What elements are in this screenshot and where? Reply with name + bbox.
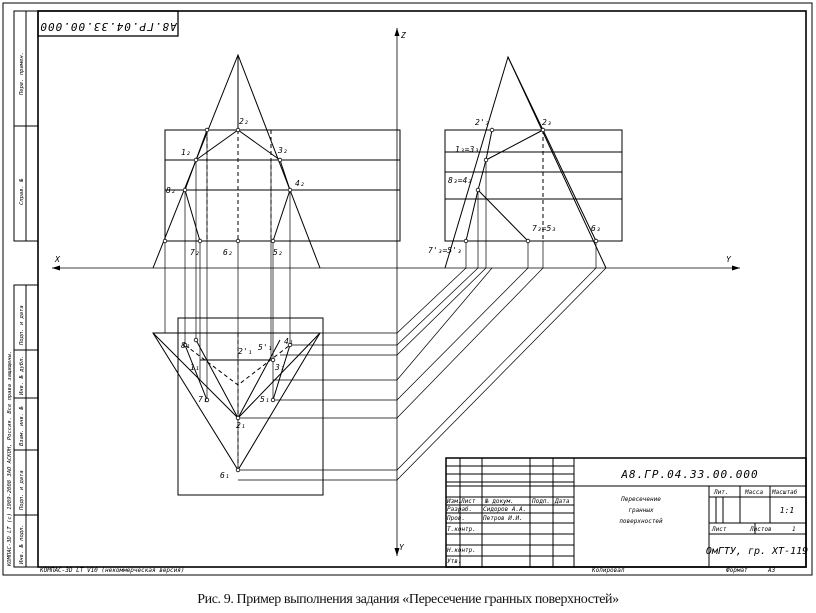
- side-copyright: КОМПАС-3D LT (с) 1989-2008 ЗАО АСКОН, Ро…: [7, 351, 13, 567]
- front-view: [152, 53, 401, 269]
- axis-label-x: X: [54, 255, 61, 264]
- pt-1-1: 1₁: [190, 363, 200, 372]
- pt-2-2: 2₂: [239, 117, 249, 126]
- pt-3-1: 3₁: [274, 363, 285, 372]
- pt-6-2: 6₂: [223, 248, 233, 257]
- tb-razrab: Разраб.: [447, 506, 472, 513]
- side-sprav: Справ. №: [19, 178, 25, 205]
- tb-org: ОмГТУ, гр. ХТ-119: [706, 546, 808, 557]
- tb-prov: Пров.: [446, 515, 465, 522]
- tb-podp: Подп.: [531, 498, 550, 505]
- footer-kopiroval: Копировал: [591, 567, 625, 574]
- pt-6-1: 6₁: [220, 471, 230, 480]
- side-inv-dubl: Инв. № дубл.: [18, 355, 25, 396]
- pt-2p-1: 2'₁: [238, 347, 252, 356]
- tb-data: Дата: [554, 498, 570, 505]
- pt-2p-3: 2'₃: [475, 118, 489, 127]
- pt-8-4-3: 8₃=4₃: [448, 176, 472, 185]
- axis-label-z: Z: [400, 31, 406, 40]
- sheet-frame: [37, 10, 807, 568]
- pt-1-3-3: 1₃=3₃: [455, 145, 479, 154]
- axis-label-y-bottom: Y: [399, 543, 405, 552]
- tb-prov-name: Петров И.И.: [482, 515, 523, 522]
- title-block: [445, 457, 807, 568]
- tb-tkontr: Т.контр.: [447, 526, 476, 533]
- tb-utv: Утв.: [447, 558, 461, 565]
- tb-masshtab: Масштаб: [771, 489, 798, 496]
- pt-5-1: 5₁: [260, 395, 270, 404]
- pt-3-2: 3₂: [277, 146, 288, 155]
- side-podp-data1: Подп. и дата: [19, 305, 25, 346]
- side-inv-podl: Инв. № подл.: [19, 524, 25, 565]
- pt-6-3: 6₃: [591, 224, 601, 233]
- pt-7-2: 7₂: [190, 248, 200, 257]
- tb-code: А8.ГР.04.33.00.000: [620, 468, 758, 481]
- side-podp-data2: Подп. и дата: [19, 470, 25, 511]
- tb-nkontr: Н.контр.: [446, 547, 476, 554]
- side-perv-primen: Перв. примен.: [19, 52, 25, 96]
- footer-kompas: КОМПАС-3D LT V10 (некоммерческая версия): [39, 567, 185, 574]
- tb-name-2: гранных: [628, 507, 654, 514]
- pt-1-2: 1₂: [181, 148, 191, 157]
- axis-label-y-right: Y: [726, 255, 732, 264]
- figure-caption: Рис. 9. Пример выполнения задания «Перес…: [0, 592, 816, 608]
- pt-7-1: 7₁: [198, 395, 208, 404]
- tb-list-col: Лист: [460, 498, 476, 505]
- tb-list: Лист: [711, 526, 727, 533]
- tb-massa: Масса: [744, 489, 763, 496]
- projection-lines: [164, 130, 607, 481]
- tb-n-dokum: № докум.: [484, 498, 514, 505]
- tb-razrab-name: Сидоров А.А.: [483, 506, 526, 513]
- pt-2-1: 2₁: [236, 421, 246, 430]
- pt-5p-1: 5'₁: [258, 343, 272, 352]
- tb-listov: Листов: [749, 526, 772, 533]
- tb-scale: 1:1: [780, 506, 794, 515]
- tb-listov-val: 1: [792, 526, 796, 533]
- footer-format-val: А3: [767, 567, 776, 574]
- pt-8-2: 8₂: [166, 186, 176, 195]
- footer-format: Формат: [726, 567, 748, 574]
- side-vzam-inv: Взам. инв. №: [19, 406, 25, 446]
- tb-name-1: Пересечение: [620, 496, 661, 503]
- figure-caption-text: Рис. 9. Пример выполнения задания «Перес…: [197, 592, 619, 607]
- tb-lit: Лит.: [713, 489, 728, 496]
- pt-7p-5p-3: 7'₃=5'₃: [428, 246, 462, 255]
- pt-7-5-3: 7₃=5₃: [532, 224, 556, 233]
- points: [162, 127, 599, 473]
- tb-izm: Изм.: [446, 498, 461, 505]
- sheet-outer-border: [2, 2, 813, 576]
- tb-name-3: поверхностей: [619, 518, 663, 525]
- pt-5-2: 5₂: [273, 248, 283, 257]
- top-code: А8.ГР.04.33.00.000: [39, 20, 177, 33]
- profile-view: [444, 55, 623, 269]
- pt-4-1: 4₁: [284, 337, 294, 346]
- pt-8-1: 8₁: [181, 341, 191, 350]
- pt-4-2: 4₂: [295, 179, 305, 188]
- pt-2-3: 2₃: [542, 118, 552, 127]
